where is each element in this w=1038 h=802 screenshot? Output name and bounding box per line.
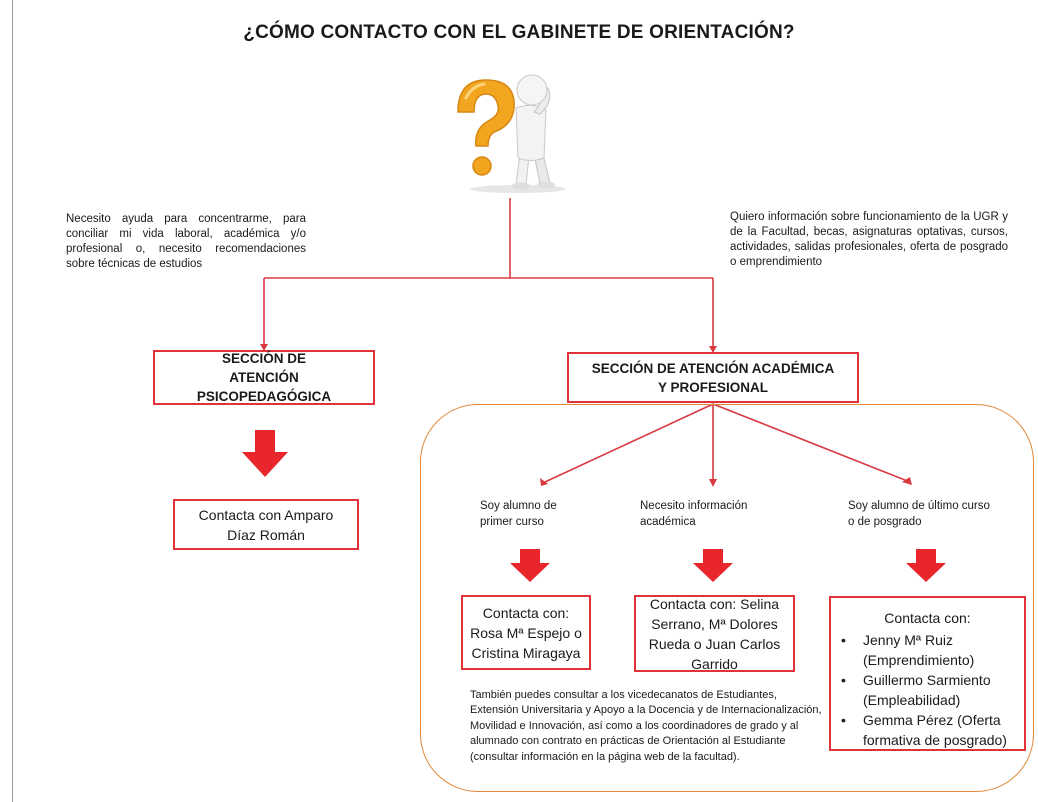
psicopedagogica-contact-box: Contacta con Amparo Díaz Román [173,499,359,550]
right-need-note: Quiero información sobre funcionamiento … [730,211,1008,268]
last-course-contact-box: Contacta con: Jenny Mª Ruiz (Emprendimie… [829,596,1026,751]
last-course-contact-list: Jenny Mª Ruiz (Emprendimiento) Guillermo… [835,630,1020,750]
psicopedagogica-section-box: SECCIÓN DE ATENCIÓN PSICOPEDAGÓGICA [153,350,375,405]
additional-contacts-note: También puedes consultar a los vicedecan… [470,689,822,763]
academica-options-frame [420,404,1034,792]
down-arrow-icon [242,430,288,477]
list-item: Gemma Pérez (Oferta formativa de posgrad… [835,710,1020,750]
psicopedagogica-section-label: SECCIÓN DE ATENCIÓN PSICOPEDAGÓGICA [196,351,332,404]
academica-section-label: SECCIÓN DE ATENCIÓN ACADÉMICA Y PROFESIO… [591,360,835,395]
thinking-person-question-mark-icon [436,68,582,196]
option-academic-info: Necesito información académica [640,500,748,528]
first-course-contact-label: Contacta con: Rosa Mª Espejo o Cristina … [470,604,582,661]
list-item: Jenny Mª Ruiz (Emprendimiento) [835,630,1020,670]
academic-info-contact-box: Contacta con: Selina Serrano, Mª Dolores… [634,595,795,672]
down-arrow-icon [510,549,550,582]
first-course-contact-box: Contacta con: Rosa Mª Espejo o Cristina … [461,595,591,670]
down-arrow-icon [693,549,733,582]
page-margin-line [12,0,13,802]
down-arrow-icon [906,549,946,582]
option-first-course: Soy alumno de primer curso [480,500,557,528]
option-last-course: Soy alumno de último curso o de posgrado [848,500,990,528]
academica-section-box: SECCIÓN DE ATENCIÓN ACADÉMICA Y PROFESIO… [567,352,859,403]
page-title: ¿CÓMO CONTACTO CON EL GABINETE DE ORIENT… [243,22,795,43]
list-item: Guillermo Sarmiento (Empleabilidad) [835,670,1020,710]
last-course-contact-header: Contacta con: [884,610,971,626]
psicopedagogica-contact-label: Contacta con Amparo Díaz Román [198,506,334,543]
academic-info-contact-label: Contacta con: Selina Serrano, Mª Dolores… [648,595,781,672]
left-need-note: Necesito ayuda para concentrarme, para c… [66,213,306,270]
